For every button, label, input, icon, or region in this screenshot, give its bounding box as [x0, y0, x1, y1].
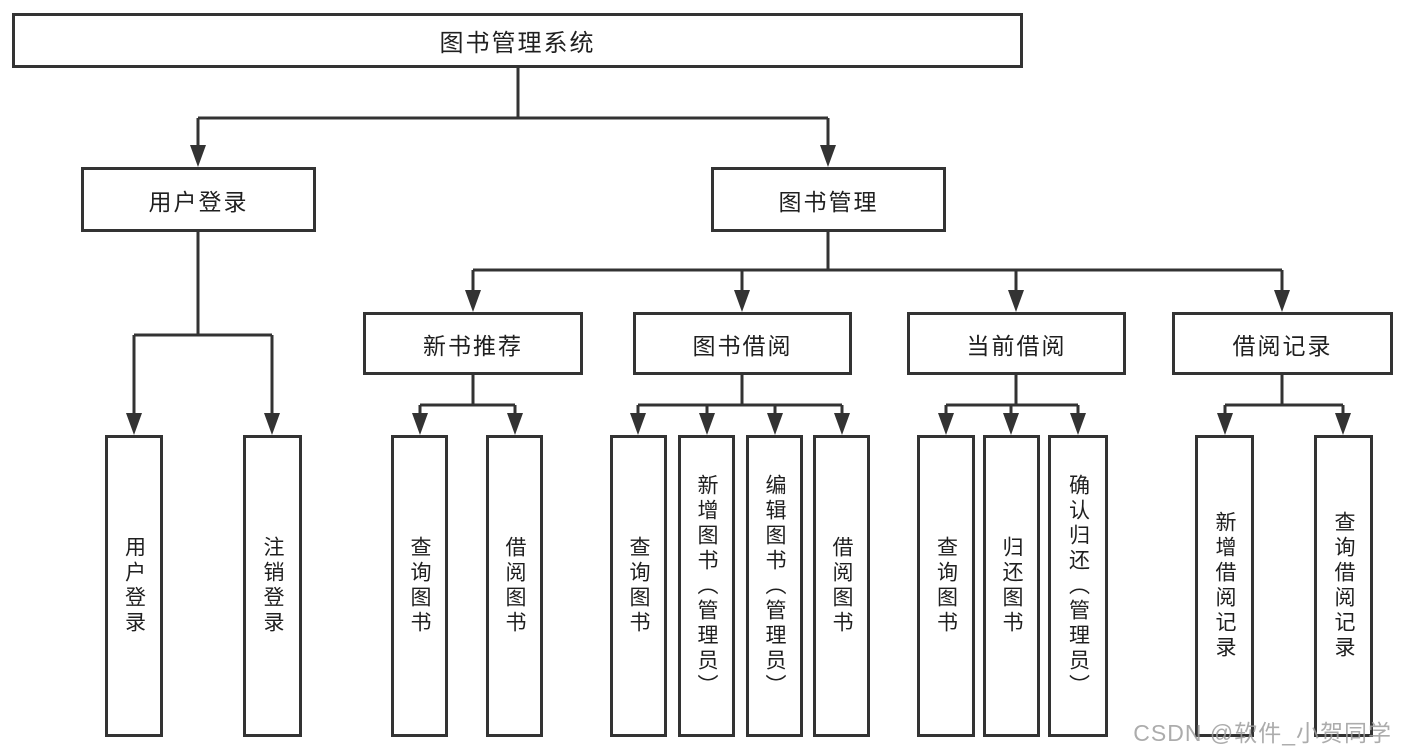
node-label: 图书管理 — [778, 188, 879, 215]
leaf-confirm-return-admin: 确认归还（管理员） — [1048, 435, 1108, 737]
node-label: 图书借阅 — [692, 332, 793, 359]
node-label: 归还图书 — [1000, 536, 1023, 636]
leaf-return-book: 归还图书 — [983, 435, 1040, 737]
leaf-edit-book-admin: 编辑图书（管理员） — [746, 435, 803, 737]
leaf-borrow-books: 借阅图书 — [813, 435, 870, 737]
leaf-borrow-books-recommend: 借阅图书 — [486, 435, 543, 737]
csdn-watermark: CSDN @软件_小贺同学 — [1133, 720, 1392, 746]
node-label: 借阅记录 — [1232, 332, 1333, 359]
node-new-book-recommend: 新书推荐 — [363, 312, 583, 375]
node-label: 查询图书 — [934, 536, 958, 636]
node-label: 用户登录 — [148, 188, 249, 215]
node-label: 图书管理系统 — [439, 30, 596, 57]
leaf-add-book-admin: 新增图书（管理员） — [678, 435, 735, 737]
leaf-add-borrow-record: 新增借阅记录 — [1195, 435, 1254, 737]
node-user-login: 用户登录 — [81, 167, 316, 232]
node-label: 新书推荐 — [423, 332, 523, 359]
node-label: 查询图书 — [627, 536, 650, 636]
node-book-borrow: 图书借阅 — [633, 312, 852, 375]
node-system-root: 图书管理系统 — [12, 13, 1023, 68]
node-borrow-records: 借阅记录 — [1172, 312, 1393, 375]
leaf-query-books-current: 查询图书 — [917, 435, 975, 737]
node-label: 当前借阅 — [966, 332, 1067, 359]
node-current-borrow: 当前借阅 — [907, 312, 1126, 375]
node-label: 注销登录 — [261, 536, 284, 636]
node-label: 查询图书 — [408, 536, 431, 636]
leaf-user-login: 用户登录 — [105, 435, 163, 737]
node-label: 用户登录 — [122, 536, 146, 636]
leaf-query-books-recommend: 查询图书 — [391, 435, 448, 737]
node-book-management: 图书管理 — [711, 167, 946, 232]
leaf-logout: 注销登录 — [243, 435, 302, 737]
node-label: 新增图书（管理员） — [695, 473, 718, 699]
node-label: 查询借阅记录 — [1332, 511, 1355, 661]
leaf-query-borrow-record: 查询借阅记录 — [1314, 435, 1373, 737]
node-label: 确认归还（管理员） — [1066, 473, 1090, 699]
node-label: 借阅图书 — [503, 536, 526, 636]
node-label: 新增借阅记录 — [1213, 511, 1236, 661]
leaf-query-books-borrow: 查询图书 — [610, 435, 667, 737]
node-label: 借阅图书 — [830, 536, 853, 636]
node-label: 编辑图书（管理员） — [763, 473, 786, 699]
